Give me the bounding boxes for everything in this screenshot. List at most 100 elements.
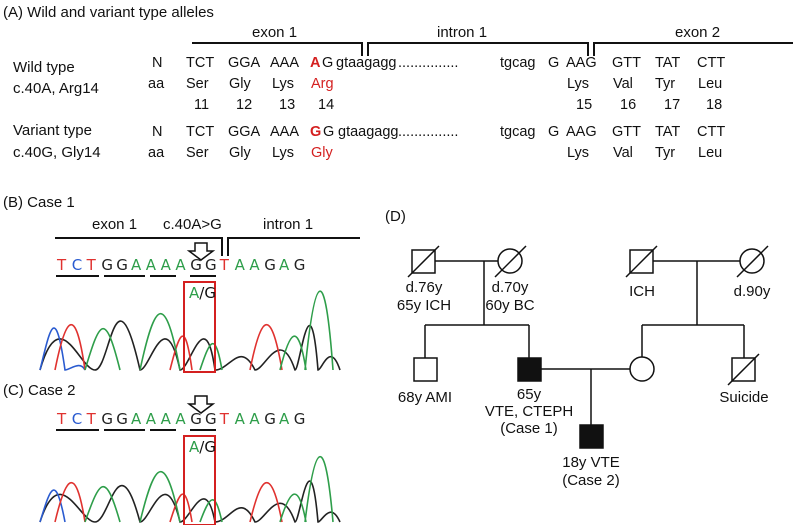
base-call: G (264, 410, 276, 428)
intron1-label: intron 1 (263, 216, 313, 233)
amino-acid: Lys (567, 145, 589, 161)
amino-acid: Tyr (655, 145, 675, 161)
base-call: T (86, 256, 97, 274)
individual-label: d.90y (734, 283, 771, 300)
variant-type-label: Variant type (13, 122, 92, 139)
codon: TCT (186, 55, 214, 71)
base-call: G (205, 256, 217, 274)
aa-label: aa (148, 145, 165, 161)
variant-type-variant: c.40G, Gly14 (13, 144, 101, 161)
panel-a-title: (A) Wild and variant type alleles (3, 4, 214, 21)
exon2-codon: AAG (566, 124, 597, 140)
exon2-codon: GTT (612, 55, 641, 71)
child-case2 (579, 424, 604, 449)
exon2-codon: TAT (655, 55, 680, 71)
codon: GGA (228, 124, 261, 140)
codon-position: 18 (706, 97, 722, 113)
base-call: G (205, 410, 217, 428)
nt-label: N (152, 55, 162, 71)
chromatogram (39, 290, 341, 371)
base-call: G (101, 256, 113, 274)
codon: GGA (228, 55, 261, 71)
individual-label: VTE, CTEPH (485, 403, 573, 420)
variant-highlight-box (183, 281, 216, 373)
intron-start: gtaagagg (336, 55, 396, 71)
individual-label: d.76y (406, 279, 443, 296)
aa-label: aa (148, 76, 165, 92)
deceased-slash (494, 245, 527, 278)
mutated-base: G (310, 124, 321, 140)
deceased-slash (625, 245, 658, 278)
exon2-codon: AAG (566, 55, 597, 71)
wild-type-variant: c.40A, Arg14 (13, 80, 99, 97)
base-call: A (175, 410, 186, 428)
exon1-bracket (55, 237, 223, 256)
panel-a: (A) Wild and variant type alleles exon 1… (3, 4, 793, 161)
down-arrow-icon (186, 395, 216, 414)
individual-label: ICH (629, 283, 655, 300)
panel-d-title: (D) (385, 208, 406, 225)
mutated-amino-acid: Gly (311, 145, 334, 161)
base-call: A (249, 256, 260, 274)
base-call: A (279, 410, 290, 428)
intron-dots: ............... (398, 55, 458, 71)
intron-start: gtaagagg (338, 124, 398, 140)
variant-highlight-box (183, 435, 216, 525)
codon-tail: G (322, 55, 333, 71)
individual-label: 65y (517, 386, 542, 403)
exon2-codon: GTT (612, 124, 641, 140)
mutation-label: c.40A>G (163, 216, 222, 233)
base-call: A (146, 256, 157, 274)
codon-position: 17 (664, 97, 680, 113)
nt-label: N (152, 124, 162, 140)
amino-acid: Val (613, 145, 633, 161)
exon2-label: exon 2 (675, 24, 720, 41)
exon1-label: exon 1 (252, 24, 297, 41)
amino-acid: Leu (698, 76, 722, 92)
wild-type-row: Wild type c.40A, Arg14 N aa TCT GGA AAA … (13, 55, 725, 113)
base-call: A (235, 410, 246, 428)
base-call: A (161, 410, 172, 428)
intron-end: tgcag (500, 124, 535, 140)
exon1-label: exon 1 (92, 216, 137, 233)
individual-label: 65y ICH (397, 297, 451, 314)
amino-acid: Leu (698, 145, 722, 161)
base-call: G (101, 410, 113, 428)
codon: AAA (270, 124, 299, 140)
codon-position: 14 (318, 97, 334, 113)
call-label: A/G (189, 284, 216, 302)
amino-acid: Gly (229, 145, 252, 161)
codon-tail: G (323, 124, 334, 140)
intron-dots: ............... (398, 124, 458, 140)
individual-label: Suicide (719, 389, 768, 406)
split-g: G (548, 55, 559, 71)
intron1-bracket (227, 237, 360, 256)
base-call: A (131, 410, 142, 428)
intron1-label: intron 1 (437, 24, 487, 41)
base-call: T (56, 410, 67, 428)
base-call: G (294, 410, 306, 428)
intron-end: tgcag (500, 55, 535, 71)
base-call: A (131, 256, 142, 274)
base-call: T (86, 410, 97, 428)
deceased-slash (736, 245, 769, 278)
codon-position: 12 (236, 97, 252, 113)
intron1-bracket (367, 42, 589, 56)
base-call: A (249, 410, 260, 428)
mother (629, 356, 655, 382)
uncle (413, 357, 438, 382)
base-call: A (146, 410, 157, 428)
panel-d: (D) d.76y 65y ICH (385, 208, 771, 489)
exon2-bracket (593, 42, 793, 56)
individual-label: 60y BC (485, 297, 534, 314)
base-call: G (294, 256, 306, 274)
split-g: G (548, 124, 559, 140)
base-call: T (219, 256, 230, 274)
amino-acid: Ser (186, 145, 209, 161)
exon2-codon: CTT (697, 124, 725, 140)
base-call: A (161, 256, 172, 274)
